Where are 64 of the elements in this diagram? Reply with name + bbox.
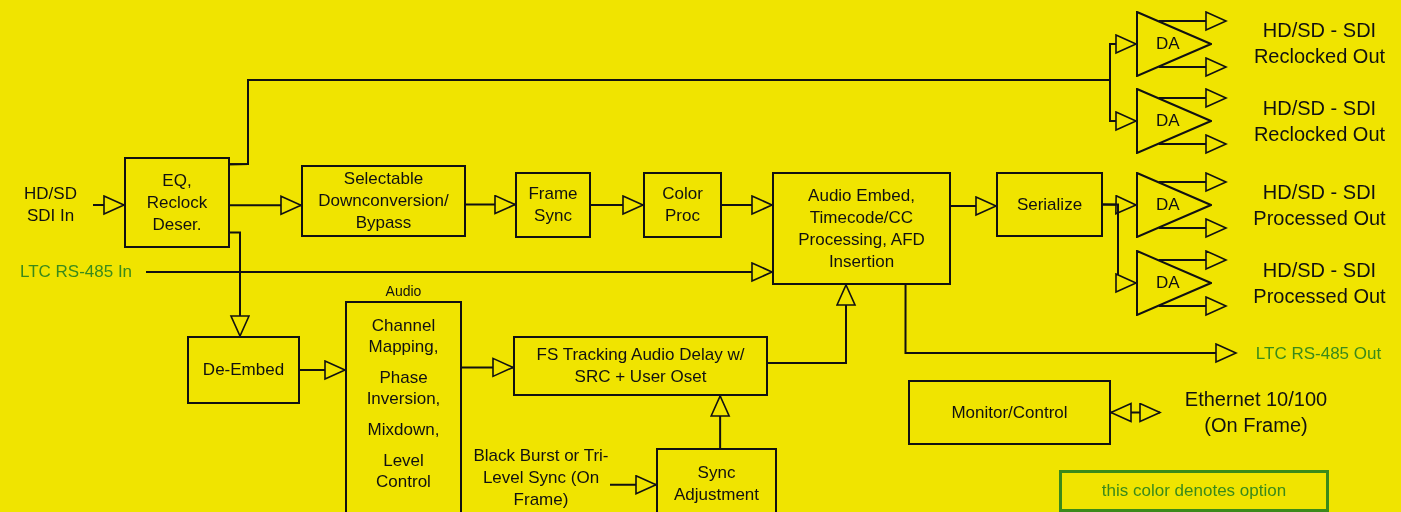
label-text: HD/SD SDI In — [23, 183, 78, 227]
arrow — [950, 196, 997, 216]
amplifier-triangle — [1136, 172, 1212, 238]
process-box — [908, 380, 1111, 445]
process-box — [515, 172, 591, 238]
label-text: Mixdown, — [366, 419, 441, 440]
label-text: Audio Embed, Timecode/CC Processing, AFD Insertion — [797, 184, 926, 273]
label-text: DA — [1156, 110, 1180, 133]
legend-text: this color denotes option — [1101, 480, 1287, 503]
label-text: Audio — [385, 282, 422, 300]
label-text: Phase Inversion, — [365, 367, 442, 409]
arrow — [721, 195, 773, 215]
arrow — [1157, 11, 1227, 31]
label-text: DA — [1156, 33, 1180, 56]
arrow — [145, 262, 773, 282]
amplifier-triangle — [1136, 250, 1212, 316]
arrow — [710, 395, 730, 449]
label-text: Level Control — [375, 450, 432, 492]
label-text: EQ, Reclock Deser. — [145, 169, 209, 236]
arrow — [609, 475, 657, 495]
arrow — [904, 284, 1237, 363]
arrow — [1102, 203, 1137, 293]
amplifier-triangle — [1136, 88, 1212, 154]
arrow — [229, 231, 250, 337]
label-text: LTC RS-485 In — [19, 261, 133, 284]
arrow — [229, 195, 302, 216]
process-box — [187, 336, 300, 404]
process-box — [996, 172, 1103, 237]
label-text: HD/SD - SDI Processed Out — [1252, 258, 1387, 309]
process-box — [301, 165, 466, 237]
label-text: Black Burst or Tri-Level Sync (On Frame) — [472, 445, 610, 511]
label-text: HD/SD - SDI Reclocked Out — [1252, 96, 1387, 147]
arrow — [1157, 250, 1227, 270]
process-box — [124, 157, 230, 248]
process-box — [772, 172, 951, 285]
label-text: FS Tracking Audio Delay w/ SRC + User Oset — [535, 344, 746, 388]
arrow — [767, 284, 856, 364]
arrow — [1157, 172, 1227, 192]
label-text: Serialize — [1016, 193, 1083, 216]
arrow — [461, 357, 514, 378]
label-text: DA — [1156, 194, 1180, 217]
process-box — [656, 448, 777, 512]
label-text: DA — [1156, 272, 1180, 295]
label-text: Color Proc — [661, 183, 704, 227]
label-text: LTC RS-485 Out — [1255, 343, 1382, 366]
arrow — [1157, 88, 1227, 108]
arrow — [465, 194, 516, 215]
label-text: Ethernet 10/100 (On Frame) — [1183, 387, 1329, 438]
process-box — [513, 336, 768, 396]
label-text: Selectable Downconversion/ Bypass — [317, 168, 450, 234]
label-text: Monitor/Control — [951, 401, 1068, 424]
label-text: Frame Sync — [527, 183, 579, 227]
amplifier-triangle — [1136, 11, 1212, 77]
arrow — [1110, 402, 1161, 423]
process-box — [643, 172, 722, 238]
label-text: HD/SD - SDI Processed Out — [1252, 180, 1387, 231]
arrow — [590, 195, 644, 215]
label-text: Sync Adjustment — [672, 462, 760, 506]
label-text: Channel Mapping, — [367, 315, 440, 357]
arrow — [92, 195, 125, 215]
arrow — [299, 360, 346, 380]
label-text: HD/SD - SDI Reclocked Out — [1252, 18, 1387, 69]
label-text: De-Embed — [202, 359, 285, 381]
arrow — [229, 79, 1137, 166]
